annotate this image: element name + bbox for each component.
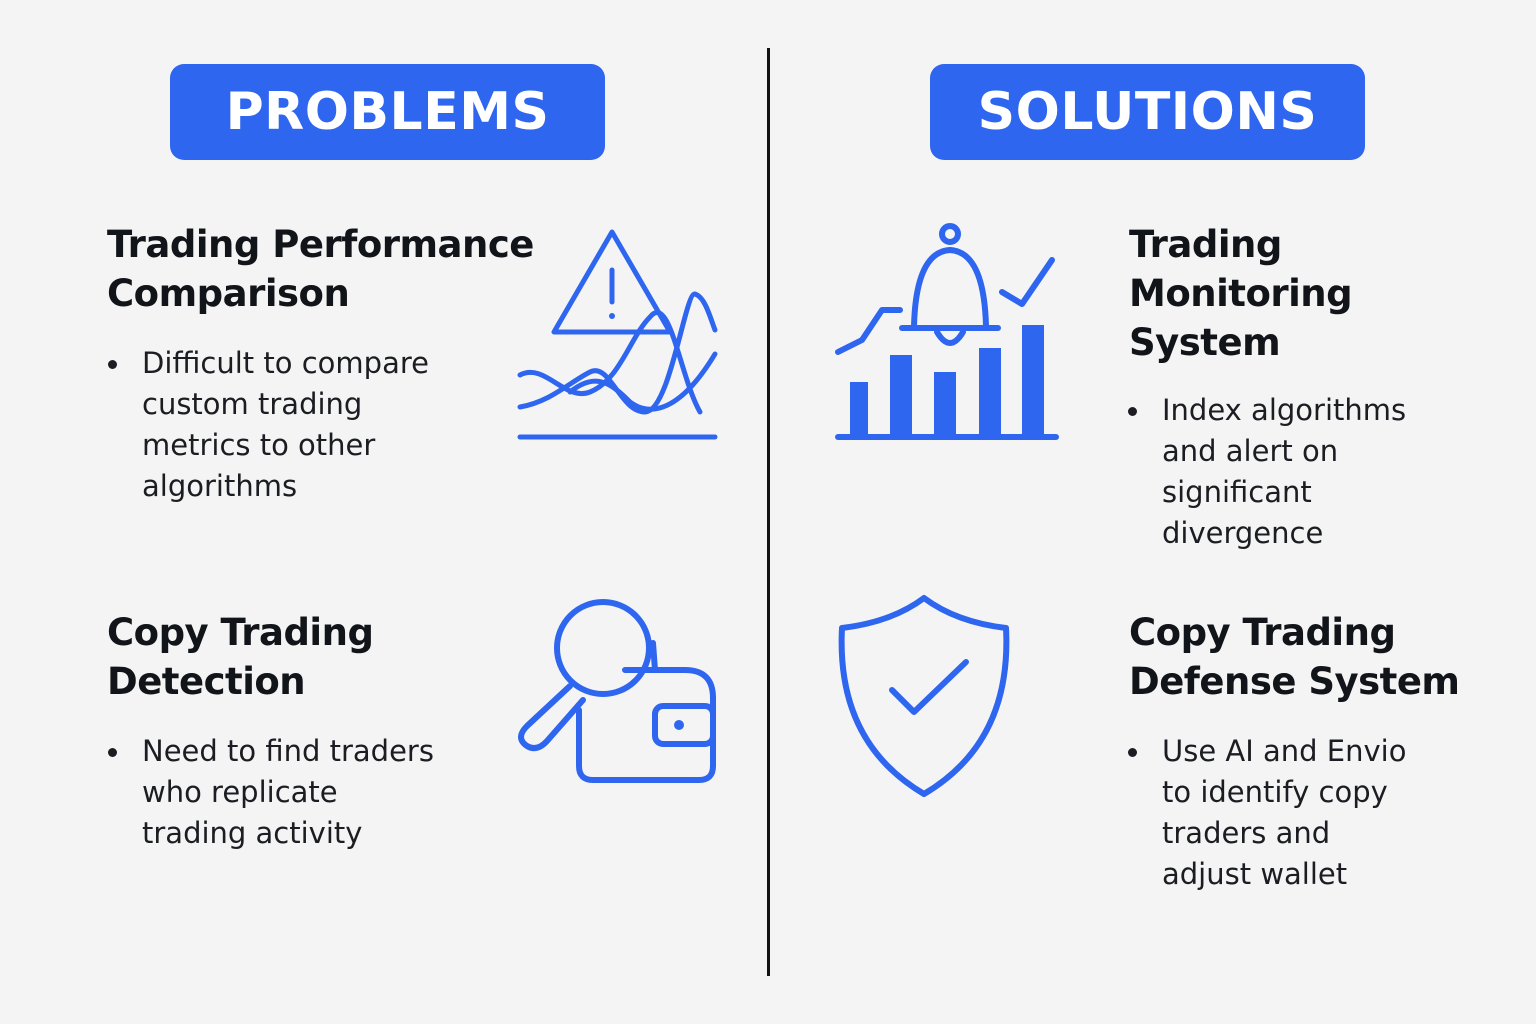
problem-1-title: Trading Performance Comparison (107, 220, 534, 318)
problem-2-title-line: Copy Trading (107, 611, 374, 654)
problem-2-title-line: Detection (107, 660, 306, 703)
problem-1-title-line: Trading Performance (107, 223, 534, 266)
problem-1-bullet-line: algorithms (142, 469, 298, 503)
solution-2-bullet-line: traders and (1162, 816, 1331, 850)
problem-2-bullet-line: trading activity (142, 816, 363, 850)
problem-1-bullet-line: Difficult to compare (142, 346, 429, 380)
problem-2-bullet: Need to find traders who replicate tradi… (107, 731, 434, 854)
solution-1-bullet-line: and alert on (1162, 434, 1339, 468)
problem-2-bullet-line: Need to find traders (142, 734, 434, 768)
solution-1-title: Trading Monitoring System (1129, 220, 1353, 367)
solution-1-bullet: Index algorithms and alert on significan… (1127, 390, 1406, 554)
solution-2-bullet-line: adjust wallet (1162, 857, 1348, 891)
solution-2-title: Copy Trading Defense System (1129, 608, 1460, 706)
warning-chart-icon (510, 222, 725, 447)
solutions-heading: SOLUTIONS (930, 64, 1365, 160)
solution-2-bullet-line: to identify copy (1162, 775, 1388, 809)
problem-2-title: Copy Trading Detection (107, 608, 374, 706)
solution-1-title-line: System (1129, 321, 1281, 364)
solution-2-bullet: Use AI and Envio to identify copy trader… (1127, 731, 1406, 895)
search-wallet-icon (505, 598, 720, 788)
solution-2-bullet-line: Use AI and Envio (1162, 734, 1407, 768)
problem-1-bullet-line: custom trading (142, 387, 363, 421)
problems-heading: PROBLEMS (170, 64, 605, 160)
solution-1-bullet-line: significant (1162, 475, 1312, 509)
solution-2-title-line: Copy Trading (1129, 611, 1396, 654)
solution-1-title-line: Trading (1129, 223, 1282, 266)
center-divider (767, 48, 770, 976)
shield-check-icon (836, 592, 1012, 802)
problem-1-title-line: Comparison (107, 272, 350, 315)
problem-2-bullet-line: who replicate (142, 775, 338, 809)
problem-1-bullet-line: metrics to other (142, 428, 376, 462)
solution-2-title-line: Defense System (1129, 660, 1460, 703)
solution-1-bullet-line: Index algorithms (1162, 393, 1407, 427)
solution-1-bullet-line: divergence (1162, 516, 1324, 550)
solution-1-title-line: Monitoring (1129, 272, 1353, 315)
problem-1-bullet: Difficult to compare custom trading metr… (107, 343, 429, 507)
bell-bar-chart-icon (832, 222, 1062, 447)
